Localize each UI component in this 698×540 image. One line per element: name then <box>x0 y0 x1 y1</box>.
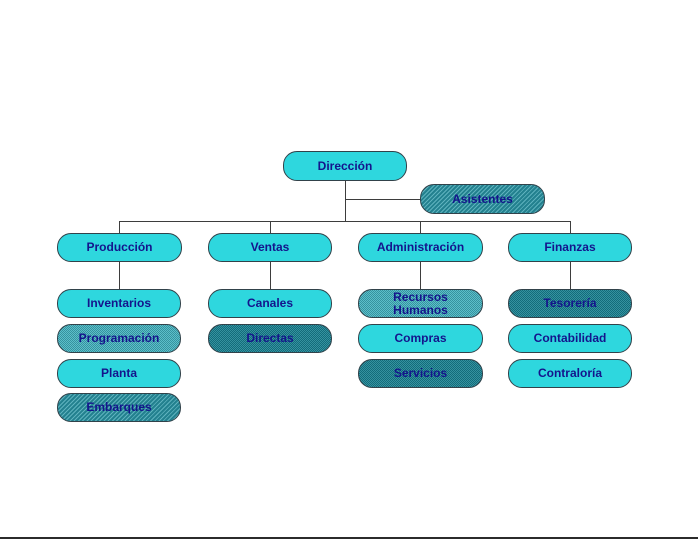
org-node-tesoreria: Tesorería <box>508 289 632 318</box>
connector-drop-finanzas <box>570 262 571 289</box>
org-node-label: Compras <box>394 331 447 345</box>
org-node-label: Directas <box>246 331 294 345</box>
connector-assistant-branch <box>345 199 420 200</box>
connector-stub-administracion <box>420 221 421 233</box>
org-node-compras: Compras <box>358 324 483 353</box>
org-node-asistentes: Asistentes <box>420 184 545 214</box>
connector-drop-produccion <box>119 262 120 289</box>
org-node-embarques: Embarques <box>57 393 181 422</box>
org-node-label: Contabilidad <box>533 331 607 345</box>
org-node-inventarios: Inventarios <box>57 289 181 318</box>
org-node-recursos-humanos: Recursos Humanos <box>358 289 483 318</box>
org-node-direccion: Dirección <box>283 151 407 181</box>
org-node-produccion: Producción <box>57 233 182 262</box>
org-node-planta: Planta <box>57 359 181 388</box>
org-node-finanzas: Finanzas <box>508 233 632 262</box>
connector-stub-finanzas <box>570 221 571 233</box>
connector-stub-produccion <box>119 221 120 233</box>
org-node-ventas: Ventas <box>208 233 332 262</box>
connector-stub-ventas <box>270 221 271 233</box>
org-node-label: Finanzas <box>544 240 596 254</box>
org-node-label: Administración <box>376 240 465 254</box>
org-node-label: Dirección <box>317 158 373 173</box>
org-node-label: Producción <box>86 240 153 254</box>
org-node-contabilidad: Contabilidad <box>508 324 632 353</box>
org-node-label: Asistentes <box>452 191 513 206</box>
org-node-label: Planta <box>100 366 137 380</box>
org-node-label: Tesorería <box>543 296 597 310</box>
org-node-canales: Canales <box>208 289 332 318</box>
connector-drop-administracion <box>420 262 421 289</box>
connector-drop-ventas <box>270 262 271 289</box>
connector-level2-rail <box>119 221 571 222</box>
org-node-label: Embarques <box>86 400 152 414</box>
org-node-label: Programación <box>78 331 160 345</box>
org-node-servicios: Servicios <box>358 359 483 388</box>
org-node-label: Canales <box>246 296 294 310</box>
slide-bottom-edge <box>0 537 698 539</box>
org-node-label: Contraloría <box>537 366 602 380</box>
org-node-directas: Directas <box>208 324 332 353</box>
org-node-label: Ventas <box>250 240 290 254</box>
org-node-programacion: Programación <box>57 324 181 353</box>
connector-root-vertical <box>345 181 346 222</box>
org-node-contraloria: Contraloría <box>508 359 632 388</box>
org-node-label: Recursos Humanos <box>393 289 448 317</box>
org-node-administracion: Administración <box>358 233 483 262</box>
org-node-label: Servicios <box>393 366 448 380</box>
org-node-label: Inventarios <box>86 296 152 310</box>
